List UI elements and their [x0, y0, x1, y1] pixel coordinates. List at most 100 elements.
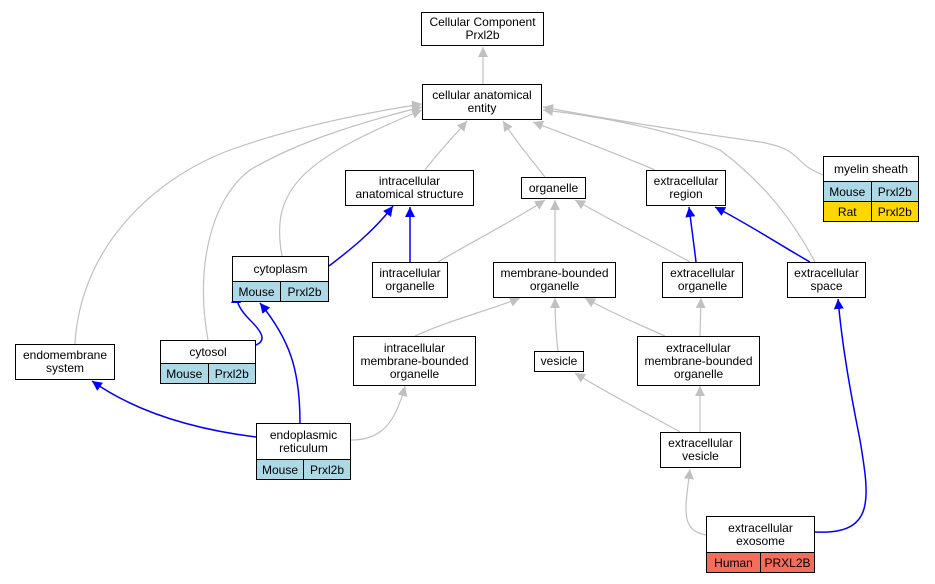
- node-label-line: membrane-bounded: [644, 353, 753, 368]
- node-label-line: organelle: [389, 366, 440, 381]
- node-label-line: extracellular: [666, 340, 731, 355]
- edge-cytosol-to-cae: [202, 104, 423, 341]
- node-label-line: endoplasmic: [269, 427, 338, 442]
- node-label-line: cellular anatomical: [432, 88, 532, 102]
- edges: [74, 47, 867, 536]
- node-label-line: membrane-bounded: [360, 353, 469, 368]
- species-cell: Mouse: [238, 284, 275, 299]
- edge-myelin-to-cae: [542, 103, 824, 176]
- node-label-line: system: [45, 361, 84, 375]
- node-label-line: extracellular: [794, 266, 859, 280]
- edge-vesicle-to-mbo: [550, 297, 561, 352]
- node-label-line: cytoplasm: [253, 261, 308, 276]
- node-label: organelle: [522, 178, 585, 198]
- edge-extorg-to-extreg: [685, 206, 697, 263]
- annotation-row: Mouse Prxl2b: [233, 281, 328, 301]
- species-cell: Mouse: [829, 184, 866, 199]
- node-vesicle[interactable]: vesicle: [534, 351, 584, 372]
- edge-cytoplasm-to-cae: [278, 109, 423, 257]
- gene-cell: Prxl2b: [280, 282, 328, 301]
- edge-exosome-to-extspace: [814, 298, 867, 533]
- edge-ias-to-cae: [424, 120, 468, 171]
- node-label-line: extracellular: [668, 436, 733, 450]
- node-label-line: entity: [467, 101, 497, 115]
- edge-extspace-to-cae: [542, 106, 816, 263]
- node-label-line: organelle: [385, 279, 435, 293]
- edge-embo-to-mbo: [584, 297, 666, 337]
- node-label-line: space: [810, 279, 843, 293]
- edge-cytoplasm-to-ias: [328, 205, 394, 267]
- node-label: cytoplasm: [233, 257, 328, 281]
- node-label-line: region: [669, 187, 703, 201]
- edge-extreg-to-cae: [532, 120, 656, 171]
- node-label-line: organelle: [528, 180, 579, 195]
- node-label-line: organelle: [673, 366, 724, 381]
- node-label: myelin sheath: [824, 157, 918, 181]
- edge-extorg-to-organelle: [574, 199, 691, 263]
- annotation-row: Human PRXL2B: [707, 552, 814, 572]
- edge-er-to-imbo: [350, 385, 408, 441]
- node-label-line: extracellular: [670, 266, 735, 280]
- edge-intorg-to-organelle: [437, 199, 546, 263]
- node-label-line: exosome: [736, 533, 785, 548]
- gene-cell: Prxl2b: [303, 460, 350, 479]
- species-cell: Mouse: [166, 366, 203, 381]
- node-label-line: anatomical structure: [355, 187, 464, 201]
- node-label-line: vesicle: [682, 449, 719, 463]
- node-organelle[interactable]: organelle: [521, 177, 586, 199]
- edge-extspace-to-extreg: [714, 206, 811, 263]
- edge-endomem-to-cae: [74, 100, 423, 345]
- edge-extves-to-vesicle: [574, 372, 681, 433]
- gene-cell: PRXL2B: [760, 553, 814, 572]
- node-label-line: cytosol: [189, 344, 227, 359]
- species-cell: Human: [714, 555, 753, 570]
- node-label-line: extracellular: [728, 520, 793, 535]
- edge-embo-to-extorg: [695, 297, 706, 337]
- edge-er-to-endomem: [91, 380, 257, 438]
- edge-exosome-to-extves: [683, 468, 707, 536]
- gene-cell: Prxl2b: [870, 182, 919, 201]
- annotation-row: Mouse Prxl2b: [257, 459, 350, 479]
- edge-imbo-to-mbo: [414, 297, 521, 337]
- node-label-line: reticulum: [279, 440, 328, 455]
- edge-er-to-cytoplasm: [259, 302, 301, 424]
- edge-organelle-to-cae: [502, 120, 546, 178]
- node-label-line: Cellular Component: [429, 15, 536, 29]
- gene-cell: Prxl2b: [870, 202, 919, 221]
- node-label-line: vesicle: [540, 354, 578, 368]
- node-label-line: membrane-bounded: [500, 266, 609, 280]
- node-label-line: organelle: [677, 279, 728, 293]
- species-cell: Mouse: [261, 462, 299, 477]
